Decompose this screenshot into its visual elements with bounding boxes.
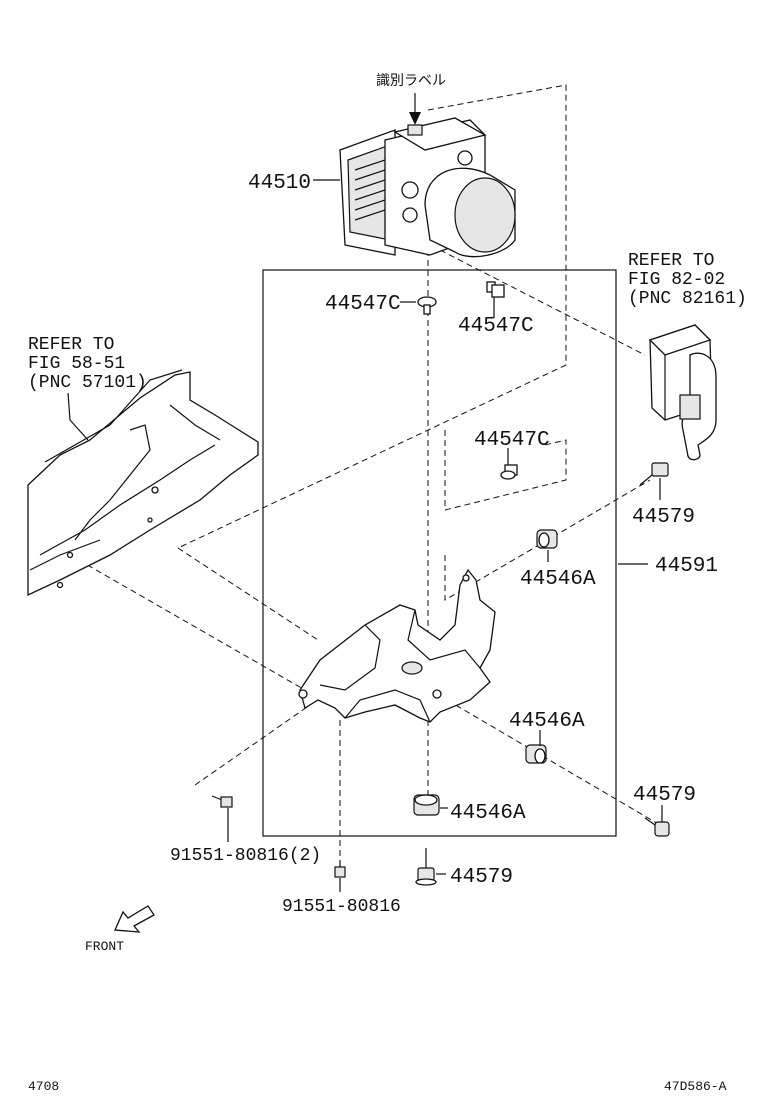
front-arrow-icon xyxy=(114,905,155,933)
label-44546a-upper: 44546A xyxy=(520,568,596,591)
label-44579-bottom: 44579 xyxy=(450,866,513,889)
bolt-91551-center[interactable] xyxy=(334,860,346,878)
label-44579-right: 44579 xyxy=(633,784,696,807)
floor-panel[interactable] xyxy=(27,369,259,597)
refer-right-line-3: (PNC 82161) xyxy=(628,289,747,309)
front-label: FRONT xyxy=(85,939,124,954)
label-44547c-b: 44547C xyxy=(458,315,534,338)
label-91551-center: 91551-80816 xyxy=(282,897,401,917)
label-44591: 44591 xyxy=(655,555,718,578)
cushion-bottom[interactable] xyxy=(413,794,440,816)
bolt-44547c-c[interactable] xyxy=(500,464,518,480)
id-label-arrow xyxy=(409,93,421,125)
refer-left-line-2: FIG 58-51 xyxy=(28,354,125,374)
bolt-44579-right[interactable] xyxy=(644,817,670,837)
leader-lines xyxy=(67,179,663,892)
label-44547c-a: 44547C xyxy=(325,293,401,316)
refer-left-line-3: (PNC 57101) xyxy=(28,373,147,393)
ecu-module[interactable] xyxy=(648,324,717,461)
label-44510: 44510 xyxy=(248,172,311,195)
label-44579-upper: 44579 xyxy=(632,506,695,529)
cushion-right[interactable] xyxy=(525,744,547,764)
refer-left-line-1: REFER TO xyxy=(28,335,114,355)
bolt-44579-bottom[interactable] xyxy=(415,848,437,886)
refer-right-line-1: REFER TO xyxy=(628,251,714,271)
bolt-91551-left[interactable] xyxy=(211,795,233,808)
assembly-frame xyxy=(262,269,617,837)
cushion-upper[interactable] xyxy=(536,529,558,549)
bolt-44547c-b[interactable] xyxy=(486,281,505,298)
label-44546a-right: 44546A xyxy=(509,710,585,733)
id-label-text: 識別ラベル xyxy=(376,73,446,89)
label-44546a-bottom: 44546A xyxy=(450,802,526,825)
guide-lines xyxy=(69,84,661,860)
abs-actuator[interactable] xyxy=(339,117,516,258)
footer-right: 47D586-A xyxy=(664,1079,727,1094)
label-44547c-c: 44547C xyxy=(474,429,550,452)
footer-left: 4708 xyxy=(28,1079,59,1094)
label-91551-left: 91551-80816(2) xyxy=(170,846,321,866)
refer-right-line-2: FIG 82-02 xyxy=(628,270,725,290)
actuator-bracket[interactable] xyxy=(298,568,496,723)
bolt-44579-upper[interactable] xyxy=(639,462,669,486)
bolt-44547c-a[interactable] xyxy=(417,296,437,315)
